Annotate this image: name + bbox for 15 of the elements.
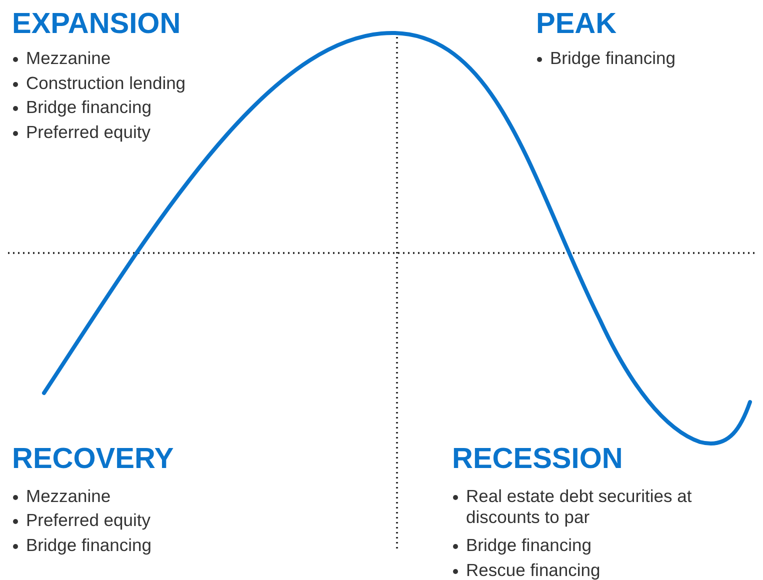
bullet-item: Bridge financing — [12, 535, 252, 556]
phase-heading: RECESSION — [452, 443, 623, 475]
bullet-item: Bridge financing — [536, 48, 763, 69]
bullet-item: Preferred equity — [12, 510, 252, 531]
bullet-item: Bridge financing — [452, 535, 692, 556]
bullet-item: Preferred equity — [12, 122, 252, 143]
bullet-item: Mezzanine — [12, 486, 252, 507]
phase-heading: EXPANSION — [12, 8, 181, 40]
bullet-item: Real estate debt securities at discounts to par — [452, 486, 692, 528]
phase-heading: PEAK — [536, 8, 617, 40]
bullet-item: Mezzanine — [12, 48, 252, 69]
bullet-item: Construction lending — [12, 73, 252, 94]
phase-heading: RECOVERY — [12, 443, 174, 475]
bullet-item: Bridge financing — [12, 97, 252, 118]
bullet-item: Rescue financing — [452, 560, 692, 580]
